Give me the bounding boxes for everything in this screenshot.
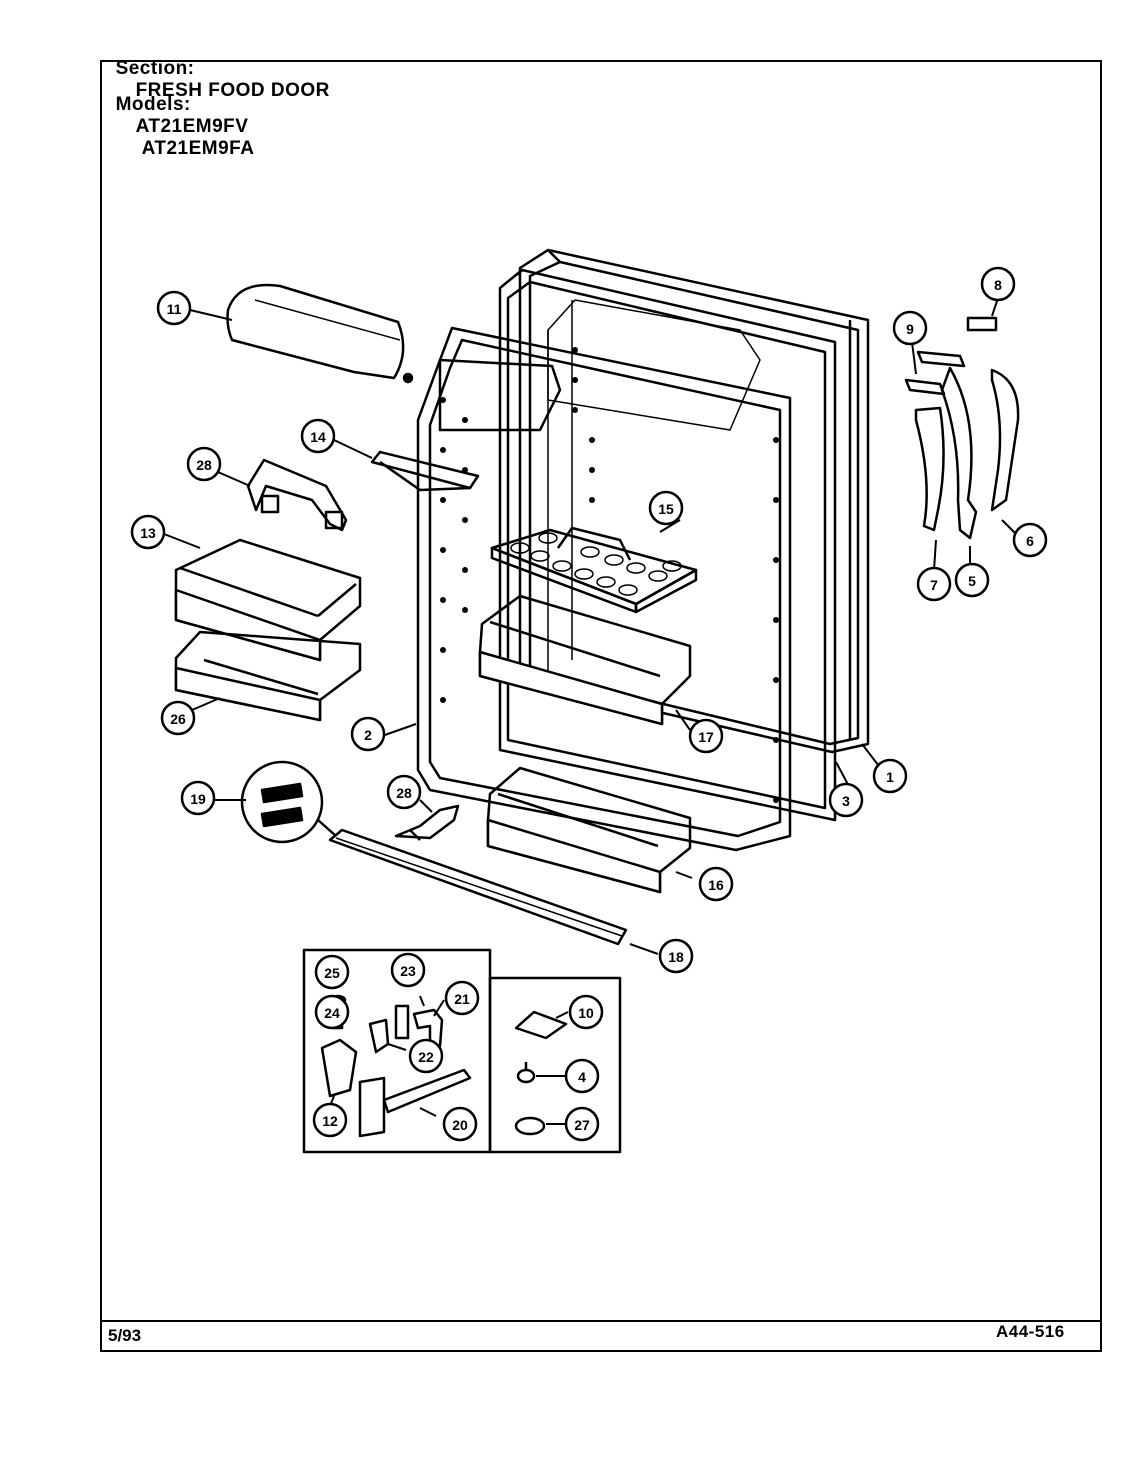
callout-13: 13 [140,525,156,541]
outer-door-panel [518,248,870,754]
door-gasket [498,268,837,822]
bucket-retainer [246,458,348,532]
inner-door-liner [416,299,792,852]
callout-25: 25 [324,965,340,981]
callout-2: 2 [364,727,372,743]
door-shelf-lower [486,766,692,894]
callout-20: 20 [452,1117,468,1133]
callout-7: 7 [930,577,938,593]
callout-5: 5 [968,573,976,589]
callout-12: 12 [322,1113,338,1129]
callout-17: 17 [698,729,714,745]
callout-18: 18 [668,949,684,965]
callout-4: 4 [578,1069,586,1085]
door-bucket-upper [174,538,362,662]
callout-11: 11 [167,301,182,317]
door-bucket-lower [174,630,362,722]
dairy-door-cover [226,283,414,384]
callout-26: 26 [170,711,186,727]
callout-6: 6 [1026,533,1034,549]
section-label: Section: [115,58,195,79]
door-trim-strip [328,828,628,946]
models-label: Models: [115,94,191,115]
callout-27: 27 [574,1117,590,1133]
revision-date: 5/93 [108,1326,142,1345]
egg-cups [510,532,682,596]
kit-hardware-parts [514,1010,568,1136]
section-heading: Section: FRESH FOOD DOOR [104,36,330,102]
model-number-1: AT21EM9FV [135,116,249,137]
callout-28b: 28 [196,457,212,473]
footer-divider [100,1320,1102,1322]
callout-10: 10 [578,1005,594,1021]
callout-23: 23 [400,963,416,979]
hardware-kit-box [488,976,622,1154]
diagram-frame [100,60,1102,1352]
shelf-bracket [370,450,480,492]
models-heading: Models: AT21EM9FV AT21EM9FA [104,72,254,160]
callout-24: 24 [324,1005,340,1021]
callout-9: 9 [906,321,914,337]
egg-tray [490,526,698,614]
door-clip [394,804,460,841]
callout-1: 1 [886,769,894,785]
callout-16: 16 [708,877,724,893]
detail-magnifier [240,760,337,844]
callout-14: 14 [310,429,326,445]
liner-holes [440,347,779,803]
callout-15: 15 [658,501,674,517]
diagram-code: A44-516 [996,1322,1065,1341]
callout-22: 22 [418,1049,434,1065]
callout-19: 19 [190,791,206,807]
callout-circles [130,266,1048,1142]
section-value: FRESH FOOD DOOR [135,80,330,101]
handle-parts [904,316,1020,540]
callout-21: 21 [454,991,470,1007]
model-number-2: AT21EM9FA [141,138,255,159]
leader-lines [163,297,1017,1125]
callout-28: 28 [396,785,412,801]
door-shelf-middle [478,594,692,726]
callout-8: 8 [994,277,1002,293]
callout-3: 3 [842,793,850,809]
